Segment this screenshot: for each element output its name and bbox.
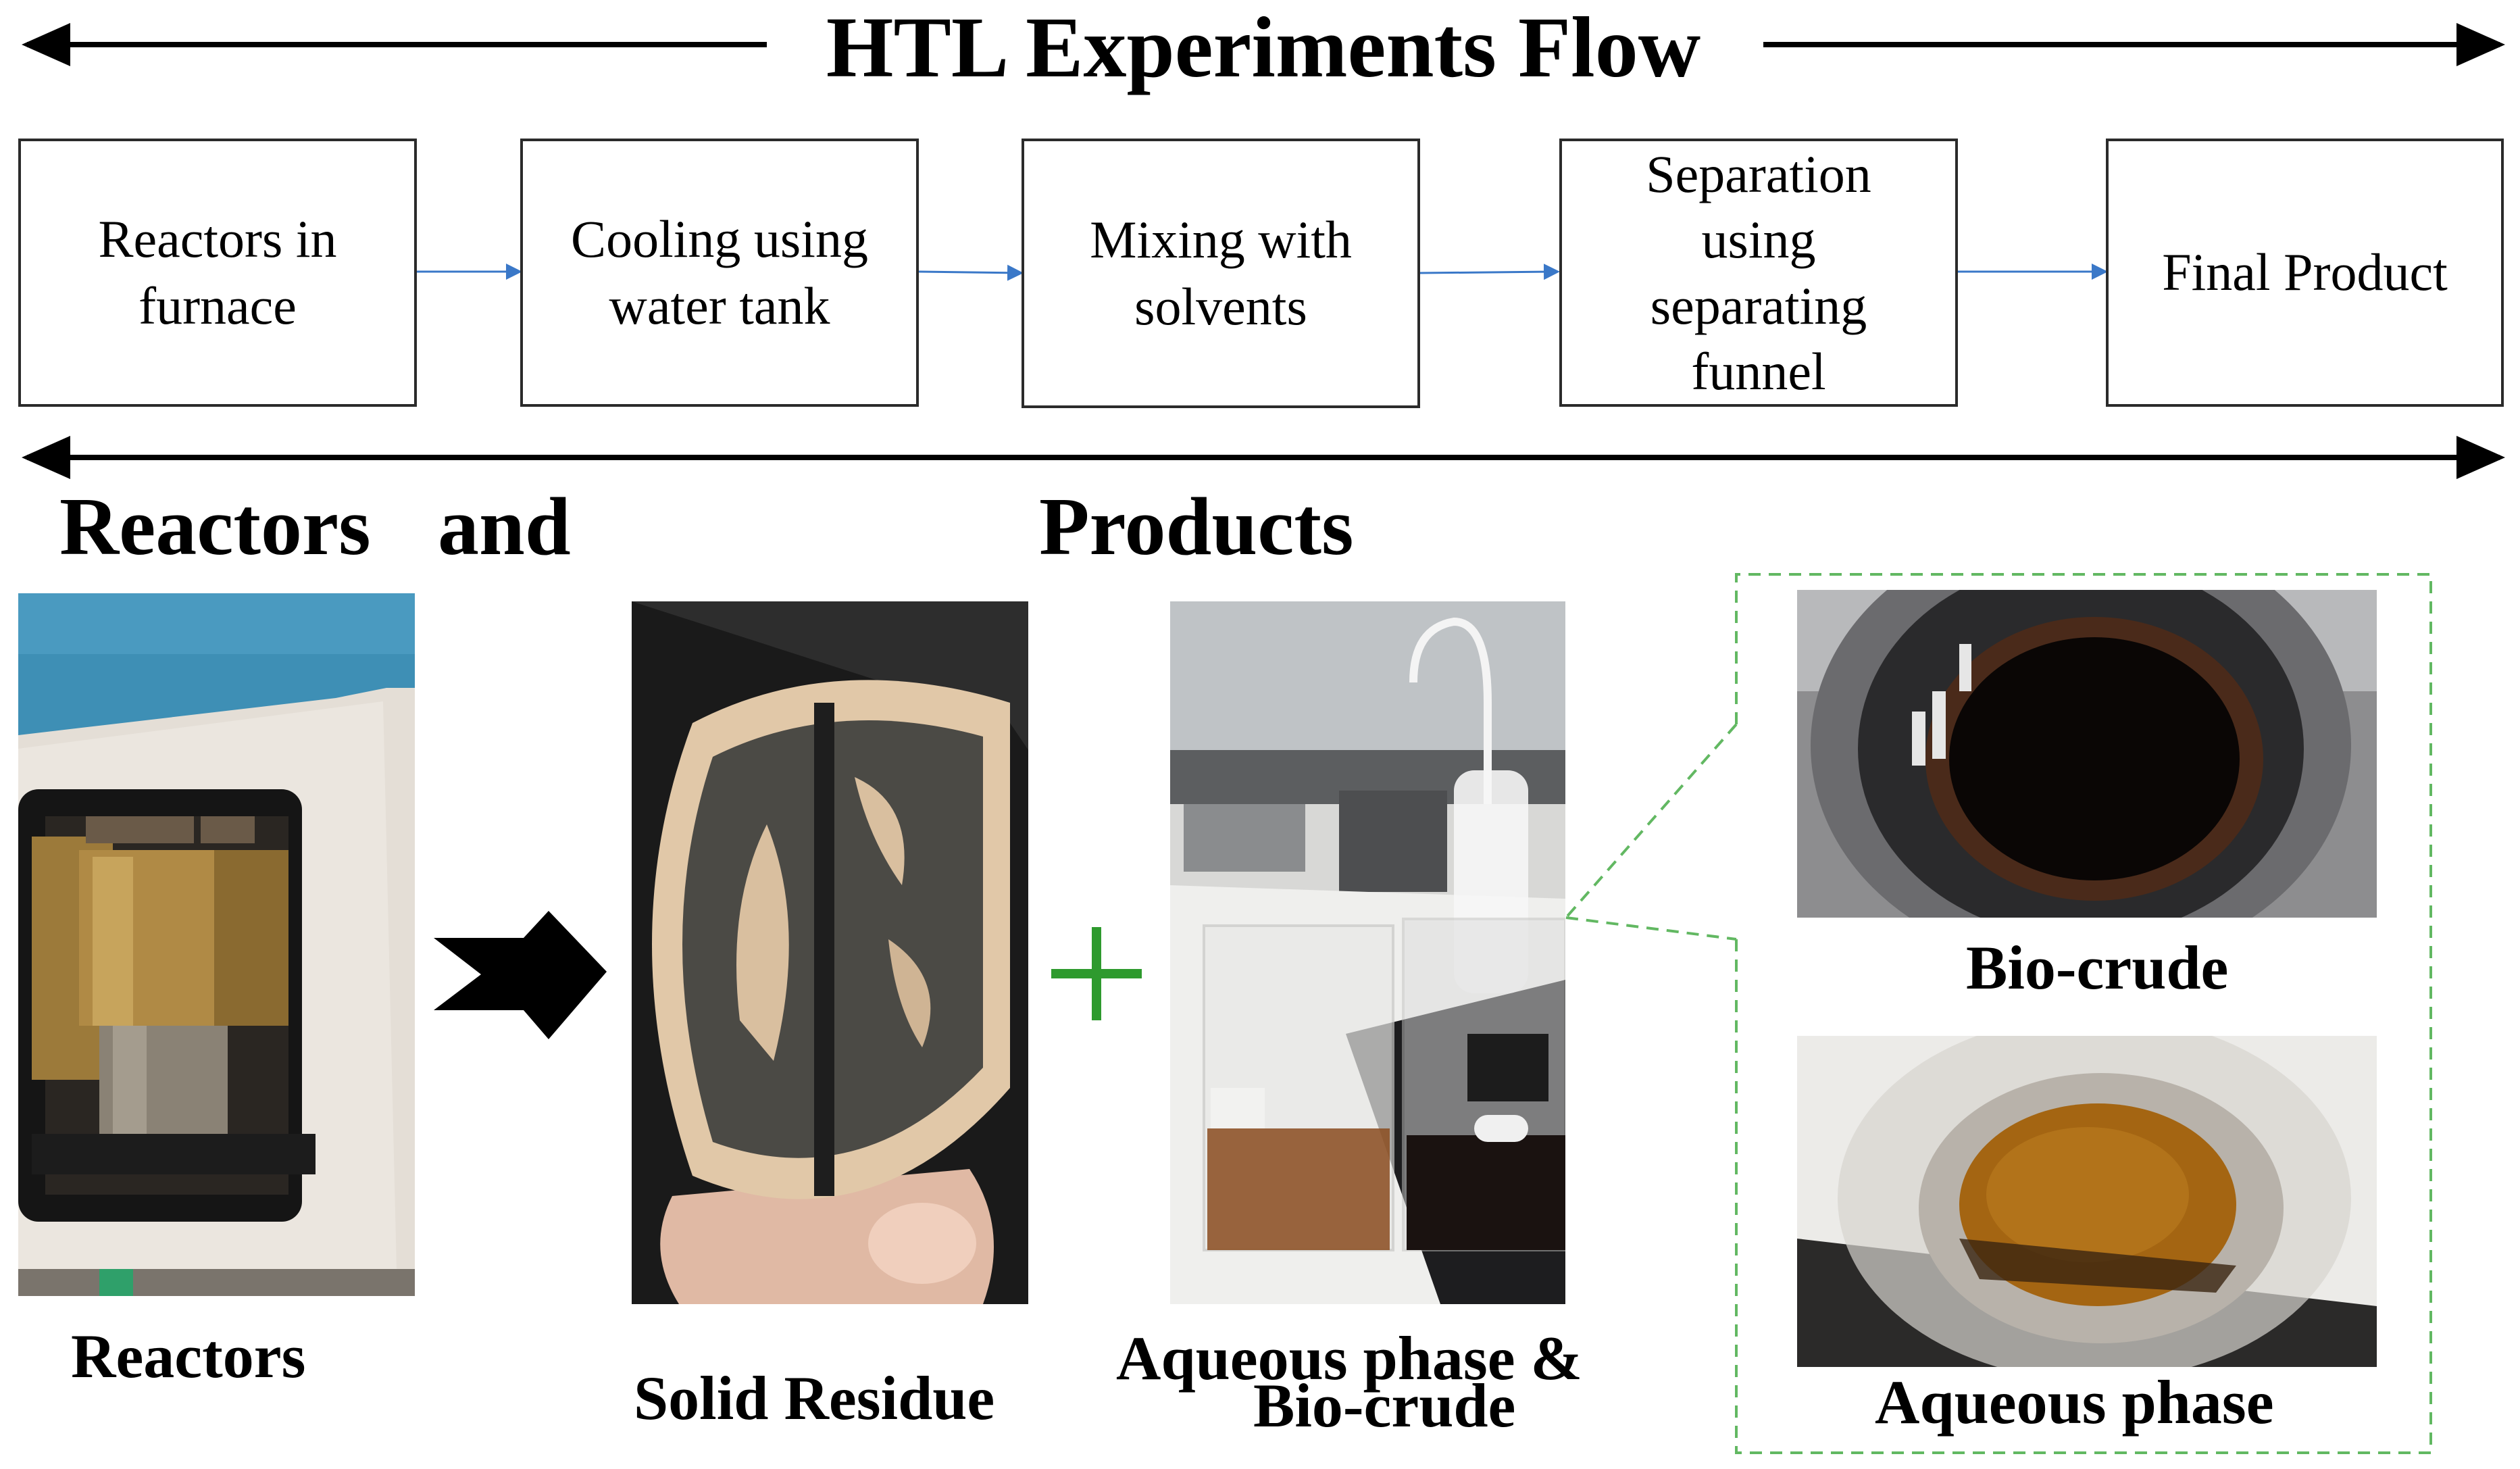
caption-solid-residue: Solid Residue: [634, 1364, 995, 1433]
flow-step-final-product: Final Product: [2106, 139, 2504, 407]
flow-step-label: Reactors in furnace: [98, 209, 337, 335]
flow-step-label: Separation using separating funnel: [1646, 144, 1871, 401]
caption-mixture-line2: Bio-crude: [1253, 1371, 1516, 1440]
connector-3-4: [1419, 264, 1560, 280]
dashed-callout: [1565, 573, 2432, 1454]
flow-step-reactors-in-furnace: Reactors in furnace: [18, 139, 417, 407]
section-heading-reactors: Reactors: [59, 481, 371, 572]
connector-2-3: [918, 264, 1024, 281]
flow-step-label: Cooling using water tank: [571, 209, 868, 335]
biocrude-photo: [1797, 590, 2377, 918]
flow-step-separation: Separation using separating funnel: [1559, 139, 1958, 407]
page-title: HTL Experiments Flow: [826, 0, 1701, 95]
caption-reactors: Reactors: [71, 1322, 306, 1391]
caption-mixture-line1: Aqueous phase &: [1116, 1324, 1583, 1393]
caption-aqueous-phase: Aqueous phase: [1875, 1368, 2274, 1437]
flow-connectors: [417, 264, 2108, 281]
plus-icon: [1051, 927, 1142, 1020]
transition-arrow-icon: [434, 911, 607, 1039]
aqueous-phase-photo: [1797, 1036, 2377, 1367]
mixture-beakers-photo: [1170, 601, 1565, 1304]
flow-step-label: Mixing with solvents: [1090, 210, 1352, 336]
flow-step-label: Final Product: [2162, 243, 2448, 302]
solid-residue-photo: [632, 601, 1028, 1304]
flow-step-cooling: Cooling using water tank: [520, 139, 919, 407]
flow-step-mixing: Mixing with solvents: [1022, 139, 1420, 408]
section-heading-and: and: [438, 481, 571, 572]
reactors-photo: [18, 593, 415, 1296]
section-heading-products: Products: [1039, 481, 1354, 572]
caption-biocrude: Bio-crude: [1966, 933, 2229, 1002]
